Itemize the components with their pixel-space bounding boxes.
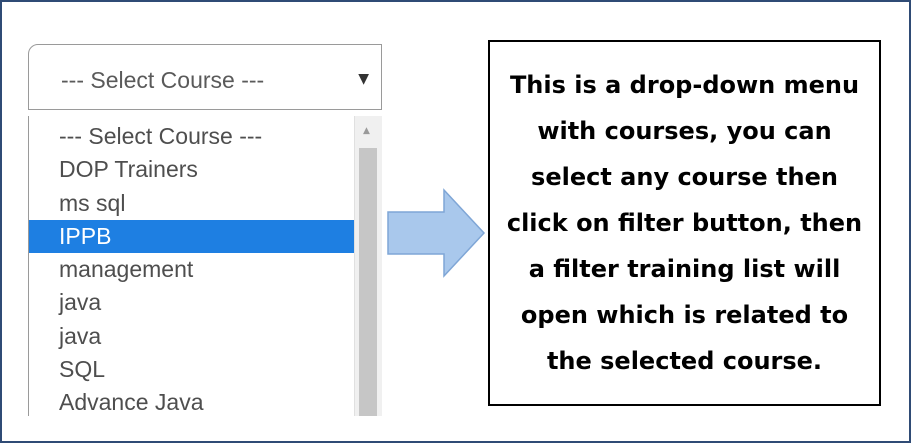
options-scrollbar[interactable]: ▲ — [354, 116, 382, 416]
scroll-up-icon[interactable]: ▲ — [363, 126, 370, 136]
explanation-callout: This is a drop-down menu with courses, y… — [488, 40, 881, 406]
course-select-box[interactable]: --- Select Course --- ▼ — [28, 44, 382, 110]
chevron-down-icon[interactable]: ▼ — [358, 71, 369, 87]
callout-text: This is a drop-down menu with courses, y… — [506, 71, 863, 375]
course-option[interactable]: management — [59, 256, 194, 283]
course-option[interactable]: Advance Java — [59, 389, 204, 416]
scrollbar-thumb[interactable] — [359, 148, 377, 416]
arrow-right-icon — [387, 188, 486, 278]
course-option-selected[interactable]: IPPB — [29, 219, 357, 254]
course-option[interactable]: DOP Trainers — [59, 156, 198, 183]
course-options-list[interactable]: --- Select Course --- DOP Trainers ms sq… — [28, 116, 382, 416]
course-select[interactable]: --- Select Course --- ▼ --- Select Cours… — [28, 44, 384, 416]
course-option[interactable]: java — [59, 289, 102, 316]
course-options: --- Select Course --- DOP Trainers ms sq… — [29, 120, 357, 416]
course-option[interactable]: ms sql — [59, 189, 126, 216]
course-option[interactable]: --- Select Course --- — [59, 123, 263, 149]
course-option[interactable]: java — [59, 322, 102, 349]
course-select-value: --- Select Course --- — [61, 67, 265, 93]
course-option[interactable]: SQL — [59, 356, 106, 383]
